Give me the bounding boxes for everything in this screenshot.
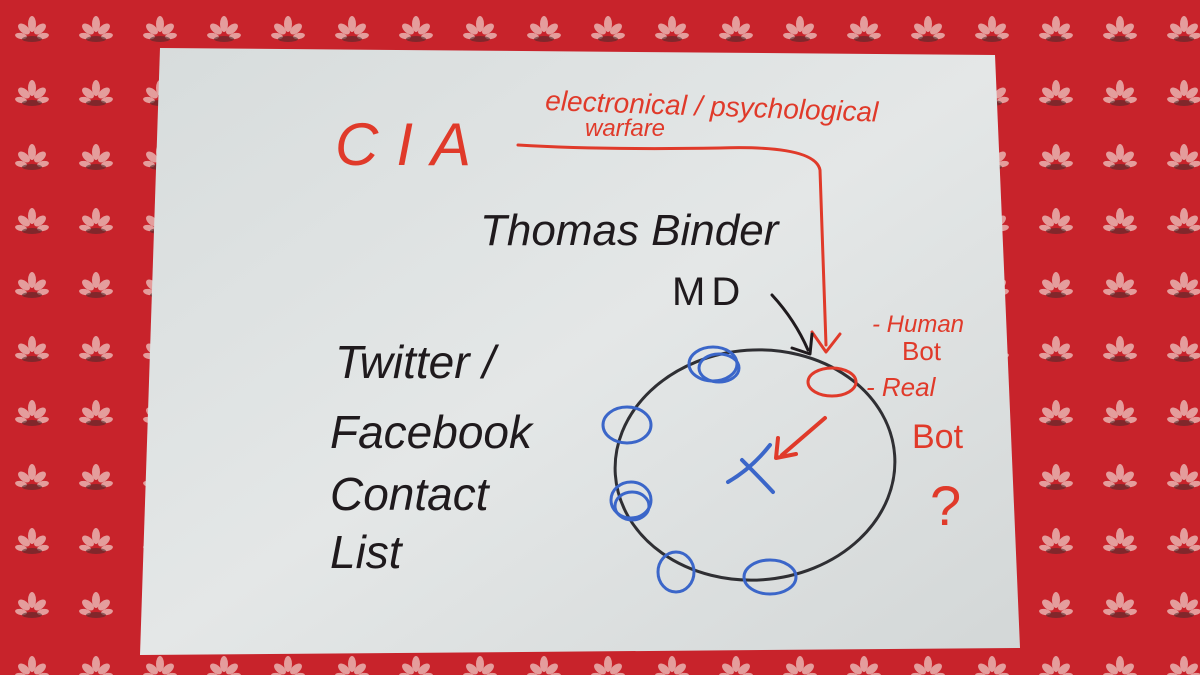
contact-node (609, 480, 653, 520)
bot-node (806, 366, 858, 398)
contact-list-line2: Facebook (330, 406, 534, 458)
human-bot-label-line1: - Human (872, 311, 964, 338)
contact-nodes (601, 345, 798, 596)
contact-list-line4: List (330, 526, 404, 578)
bot-annotations: - Human Bot - Real Bot ? (866, 311, 964, 537)
doctor-name-line1: Thomas Binder (480, 206, 781, 255)
contact-node (613, 490, 651, 522)
contact-node (697, 352, 741, 384)
center-x-mark (726, 443, 775, 494)
cia-label: CIA (335, 111, 489, 178)
doctor-name-line2: MD (672, 270, 746, 314)
cia-group: CIA (335, 111, 489, 178)
question-mark: ? (930, 474, 961, 537)
cia-connector-line (516, 143, 828, 347)
contact-list-line3: Contact (330, 468, 491, 520)
paper-sheet (140, 48, 1020, 655)
contact-list-line1: Twitter / (335, 336, 499, 388)
contact-node (656, 550, 696, 594)
real-bot-label-line2: Bot (912, 418, 964, 456)
cia-connector-arrowhead-icon (810, 330, 842, 354)
doctor-arrowhead-icon (790, 332, 814, 356)
warfare-label-line2: warfare (585, 115, 665, 142)
doctor-arrow-line (770, 293, 810, 352)
contact-list-group: Twitter / Facebook Contact List (330, 336, 534, 578)
doctor-name-group: Thomas Binder MD (480, 206, 781, 314)
contact-node (601, 405, 653, 445)
real-bot-label-line1: - Real (866, 372, 937, 402)
contact-node (742, 558, 798, 596)
bot-arrowhead-icon (774, 436, 798, 460)
network-circle (613, 348, 897, 582)
human-bot-label-line2: Bot (902, 336, 942, 366)
bot-arrow-line (780, 416, 827, 457)
